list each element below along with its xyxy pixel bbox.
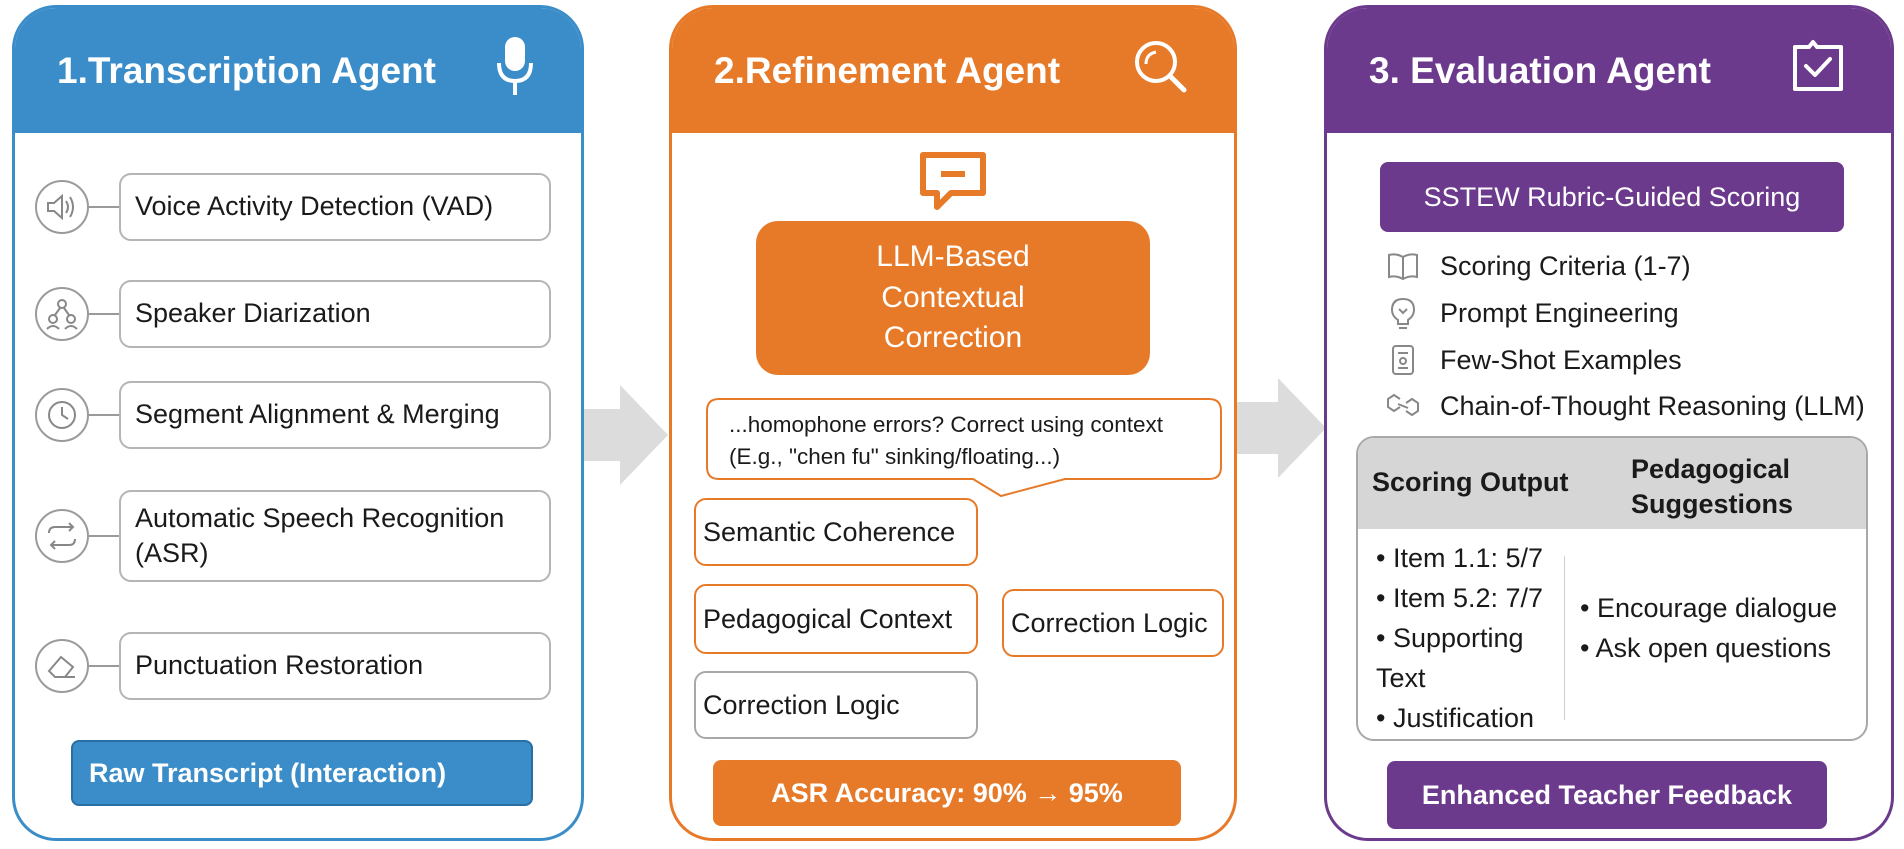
step-punctuation: Punctuation Restoration — [35, 632, 551, 700]
score-item: • Item 1.1: 5/7 — [1376, 543, 1544, 573]
transcription-agent-title: 1.Transcription Agent — [57, 49, 436, 91]
step-vad-label: Voice Activity Detection (VAD) — [119, 173, 551, 241]
criterion-chain-of-thought: Chain-of-Thought Reasoning (LLM) — [1385, 388, 1865, 424]
step-diarization-label: Speaker Diarization — [119, 280, 551, 348]
suggestions-list: • Encourage dialogue • Ask open question… — [1580, 588, 1837, 668]
scores-list: • Item 1.1: 5/7 • Item 5.2: 7/7 • Suppor… — [1376, 538, 1543, 738]
bubble-line-1: ...homophone errors? Correct using conte… — [729, 412, 1163, 437]
step-segment-label: Segment Alignment & Merging — [119, 381, 551, 449]
flow-arrow-2 — [1236, 378, 1326, 478]
chat-bubble-icon — [919, 151, 987, 218]
refinement-agent-panel: 2.Refinement Agent LLM-Based Contextual … — [669, 5, 1237, 841]
tag-semantic-coherence: Semantic Coherence — [694, 498, 978, 566]
refinement-agent-header: 2.Refinement Agent — [672, 8, 1234, 133]
llm-contextual-correction: LLM-Based Contextual Correction — [756, 221, 1150, 375]
criterion-few-shot: Few-Shot Examples — [1385, 342, 1682, 378]
score-item: • Justification — [1376, 703, 1535, 733]
step-asr: Automatic Speech Recognition (ASR) — [35, 490, 551, 582]
step-asr-label: Automatic Speech Recognition (ASR) — [119, 490, 551, 582]
asr-accuracy-result: ASR Accuracy: 90% → 95% — [713, 760, 1181, 826]
scoring-output-header: Scoring Output Pedagogical Suggestions — [1358, 438, 1866, 529]
score-item: • Supporting — [1376, 623, 1524, 653]
evaluation-agent-panel: 3. Evaluation Agent SSTEW Rubric-Guided … — [1324, 5, 1894, 841]
tag-correction-logic-right: Correction Logic — [1002, 589, 1224, 657]
tag-correction-logic-left: Correction Logic — [694, 671, 978, 739]
evaluation-agent-title: 3. Evaluation Agent — [1369, 49, 1711, 91]
score-item: • Item 5.2: 7/7 — [1376, 583, 1544, 613]
refinement-agent-title: 2.Refinement Agent — [714, 49, 1061, 91]
magnifier-icon — [1132, 38, 1188, 103]
cycle-arrows-icon — [35, 509, 89, 563]
step-diarization: Speaker Diarization — [35, 280, 551, 348]
book-icon — [1385, 248, 1421, 284]
pedagogical-suggestions-heading: Pedagogical Suggestions — [1631, 454, 1794, 520]
microphone-icon — [495, 35, 535, 106]
document-icon — [1385, 342, 1421, 378]
clock-icon — [35, 388, 89, 442]
criterion-scoring-criteria: Scoring Criteria (1-7) — [1385, 248, 1691, 284]
criterion-prompt-engineering: Prompt Engineering — [1385, 295, 1679, 331]
evaluation-agent-header: 3. Evaluation Agent — [1327, 8, 1891, 133]
homophone-speech-bubble: ...homophone errors? Correct using conte… — [705, 397, 1223, 498]
raw-transcript-output: Raw Transcript (Interaction) — [71, 740, 533, 806]
scoring-output-heading: Scoring Output — [1372, 467, 1569, 497]
bubble-line-2: (E.g., "chen fu" sinking/floating...) — [729, 443, 1061, 469]
lightbulb-icon — [1385, 295, 1421, 331]
transcription-agent-panel: 1.Transcription Agent Voice Activity Det… — [12, 5, 584, 841]
speaker-icon — [35, 180, 89, 234]
chain-link-icon — [1385, 388, 1421, 424]
score-item: Text — [1376, 663, 1426, 693]
suggestion-item: • Encourage dialogue — [1580, 593, 1838, 623]
sstew-rubric-scoring: SSTEW Rubric-Guided Scoring — [1380, 162, 1844, 232]
step-vad: Voice Activity Detection (VAD) — [35, 173, 551, 241]
enhanced-teacher-feedback: Enhanced Teacher Feedback — [1387, 761, 1827, 829]
checklist-icon — [1791, 39, 1845, 102]
scoring-output-table: Scoring Output Pedagogical Suggestions •… — [1356, 436, 1868, 741]
transcription-agent-header: 1.Transcription Agent — [15, 8, 581, 133]
flow-arrow-1 — [578, 385, 668, 485]
people-network-icon — [35, 287, 89, 341]
step-punctuation-label: Punctuation Restoration — [119, 632, 551, 700]
step-segment-alignment: Segment Alignment & Merging — [35, 381, 551, 449]
tag-pedagogical-context: Pedagogical Context — [694, 584, 978, 654]
eraser-icon — [35, 639, 89, 693]
suggestion-item: • Ask open questions — [1580, 633, 1832, 663]
